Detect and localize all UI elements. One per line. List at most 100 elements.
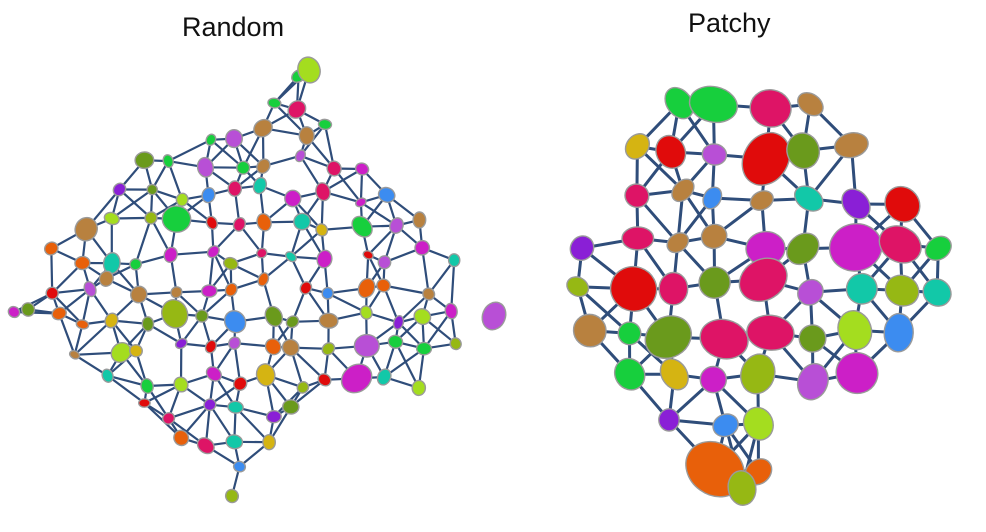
network-cell bbox=[376, 368, 392, 386]
network-cell bbox=[98, 270, 114, 287]
network-edge bbox=[167, 138, 212, 163]
network-cell bbox=[572, 313, 607, 348]
network-cell bbox=[232, 460, 247, 473]
network-cell bbox=[257, 272, 270, 287]
network-cell bbox=[161, 411, 176, 425]
network-cell bbox=[613, 357, 646, 391]
network-cell bbox=[699, 318, 749, 360]
network-cell bbox=[196, 156, 214, 178]
network-cell bbox=[797, 91, 824, 117]
network-cell bbox=[129, 344, 143, 358]
network-cell bbox=[924, 235, 952, 261]
random-network bbox=[7, 56, 462, 504]
network-cell bbox=[664, 86, 695, 120]
network-cell bbox=[83, 280, 97, 298]
network-edge bbox=[209, 138, 245, 169]
network-cell bbox=[351, 215, 373, 238]
network-cell bbox=[141, 316, 155, 332]
network-cell bbox=[315, 223, 329, 237]
network-cell bbox=[294, 149, 306, 163]
network-cell bbox=[922, 278, 952, 307]
network-cell bbox=[422, 287, 436, 301]
network-cell bbox=[293, 212, 312, 231]
network-cell bbox=[204, 339, 218, 354]
network-edge bbox=[134, 216, 153, 266]
network-cell bbox=[222, 256, 239, 271]
network-cell bbox=[414, 239, 431, 256]
network-cell bbox=[355, 197, 367, 208]
network-edge bbox=[397, 292, 430, 324]
network-cell bbox=[841, 188, 871, 220]
network-cell bbox=[297, 56, 321, 84]
network-cell bbox=[252, 176, 268, 195]
network-cell bbox=[262, 434, 277, 451]
network-cell bbox=[256, 213, 272, 232]
network-cell bbox=[104, 312, 119, 329]
network-cell bbox=[566, 276, 590, 298]
network-cell bbox=[256, 247, 268, 259]
network-cell bbox=[354, 162, 370, 176]
network-cell bbox=[741, 131, 791, 186]
network-cell bbox=[285, 315, 300, 329]
network-edge bbox=[110, 188, 154, 220]
network-cell bbox=[387, 334, 404, 349]
network-cell bbox=[481, 301, 507, 331]
network-cell bbox=[392, 315, 405, 330]
network-cell bbox=[299, 281, 313, 295]
network-cell bbox=[658, 408, 680, 432]
network-cell bbox=[321, 286, 334, 300]
network-cell bbox=[284, 189, 302, 208]
network-cell bbox=[264, 338, 282, 356]
network-cell bbox=[205, 215, 218, 230]
network-edge bbox=[12, 292, 54, 314]
network-cell bbox=[287, 100, 307, 119]
network-cell bbox=[74, 255, 91, 271]
network-cell bbox=[318, 312, 339, 329]
network-cell bbox=[326, 160, 342, 177]
network-cell bbox=[163, 246, 178, 263]
network-cell bbox=[359, 305, 373, 320]
network-edge bbox=[326, 292, 368, 314]
network-cell bbox=[617, 321, 642, 346]
network-edge bbox=[450, 259, 456, 313]
network-cell bbox=[134, 151, 155, 170]
network-cell bbox=[411, 379, 427, 397]
network-cell bbox=[264, 305, 284, 328]
network-cell bbox=[161, 205, 192, 233]
network-cell bbox=[845, 272, 878, 305]
network-cell bbox=[746, 314, 795, 351]
network-cell bbox=[797, 278, 824, 306]
network-edge bbox=[58, 312, 76, 356]
network-cell bbox=[377, 186, 396, 203]
network-cell bbox=[389, 217, 404, 235]
network-cell bbox=[749, 89, 792, 128]
network-cell bbox=[740, 353, 776, 395]
network-cell bbox=[224, 488, 240, 504]
network-cell bbox=[727, 470, 757, 506]
network-cell bbox=[837, 310, 873, 351]
network-cell bbox=[140, 377, 154, 395]
network-cell bbox=[609, 265, 658, 312]
network-cell bbox=[175, 192, 189, 207]
network-cell bbox=[129, 258, 142, 271]
network-cell bbox=[884, 274, 920, 307]
patchy-network bbox=[481, 85, 952, 506]
network-cell bbox=[317, 118, 333, 131]
network-cell bbox=[232, 216, 246, 232]
network-cell bbox=[112, 182, 127, 197]
network-cell bbox=[285, 251, 297, 263]
network-cell bbox=[224, 282, 238, 297]
network-cell bbox=[362, 250, 374, 260]
network-cell bbox=[624, 183, 650, 209]
network-cell bbox=[412, 211, 427, 229]
network-cell bbox=[255, 363, 276, 387]
network-edge bbox=[427, 259, 456, 296]
network-cell bbox=[796, 362, 829, 401]
network-cell bbox=[569, 235, 595, 261]
network-cell bbox=[232, 376, 248, 391]
network-cell bbox=[315, 182, 331, 202]
random-cells bbox=[7, 56, 462, 504]
network-cell bbox=[75, 319, 90, 330]
network-cell bbox=[206, 245, 220, 259]
